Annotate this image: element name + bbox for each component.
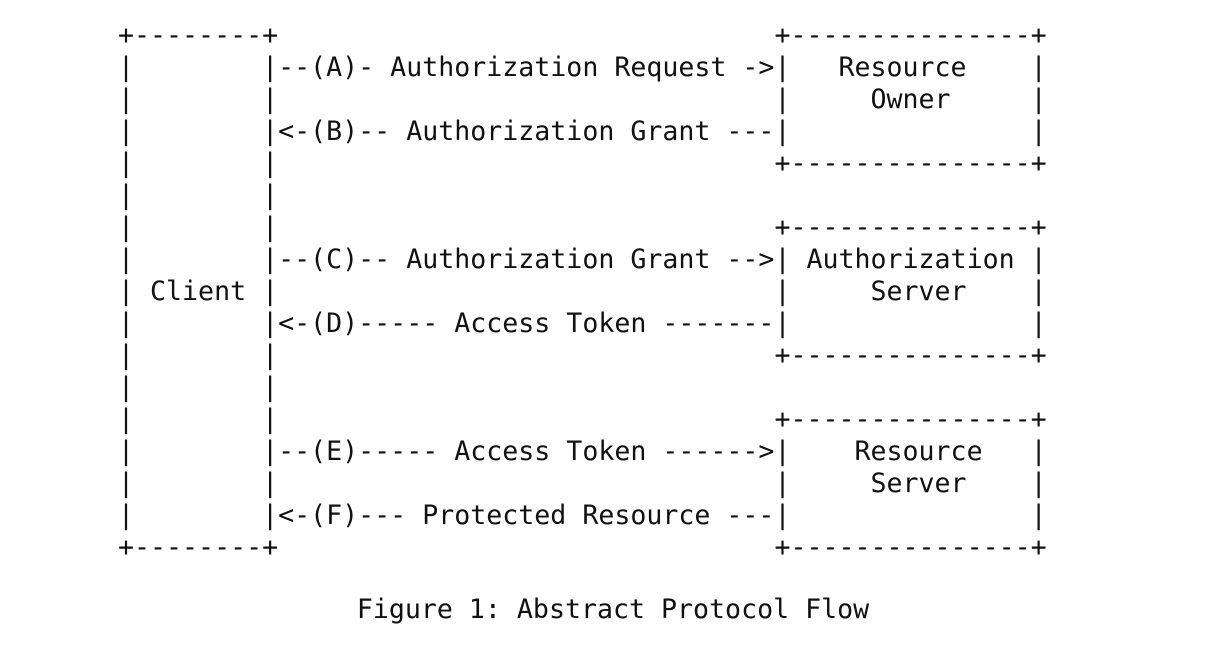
diagram-line-protected-resource-return: | |<-(F)--- Protected Resource ---| | [118, 500, 1047, 531]
diagram-line-bottom-borders: +--------+ +---------------+ [118, 532, 1047, 563]
figure-caption: Figure 1: Abstract Protocol Flow [356, 594, 870, 625]
diagram-line-authorization-server-top: | | +---------------+ [118, 212, 1047, 243]
abstract-protocol-flow-diagram: +--------+ +---------------+| |--(A)- Au… [118, 20, 1047, 564]
diagram-line-client-and-server-labels: | Client | | Server | [118, 276, 1047, 307]
diagram-line-resource-server-label: | | | Server | [118, 468, 1047, 499]
diagram-line-client-spacer-2: | | [118, 372, 279, 403]
diagram-line-authorization-grant-return: | |<-(B)-- Authorization Grant ---| | [118, 116, 1047, 147]
diagram-line-authorization-request: | |--(A)- Authorization Request ->| Reso… [118, 52, 1047, 83]
diagram-line-access-token-return: | |<-(D)----- Access Token -------| | [118, 308, 1047, 339]
diagram-line-authorization-server-bottom: | | +---------------+ [118, 340, 1047, 371]
diagram-line-resource-owner-label: | | | Owner | [118, 84, 1047, 115]
diagram-line-client-spacer-1: | | [118, 180, 279, 211]
diagram-line-access-token-forward: | |--(E)----- Access Token ------>| Reso… [118, 436, 1047, 467]
diagram-line-authorization-grant-forward: | |--(C)-- Authorization Grant -->| Auth… [118, 244, 1047, 275]
diagram-line-top-borders: +--------+ +---------------+ [118, 20, 1047, 51]
diagram-line-resource-owner-bottom: | | +---------------+ [118, 148, 1047, 179]
diagram-line-resource-server-top: | | +---------------+ [118, 404, 1047, 435]
